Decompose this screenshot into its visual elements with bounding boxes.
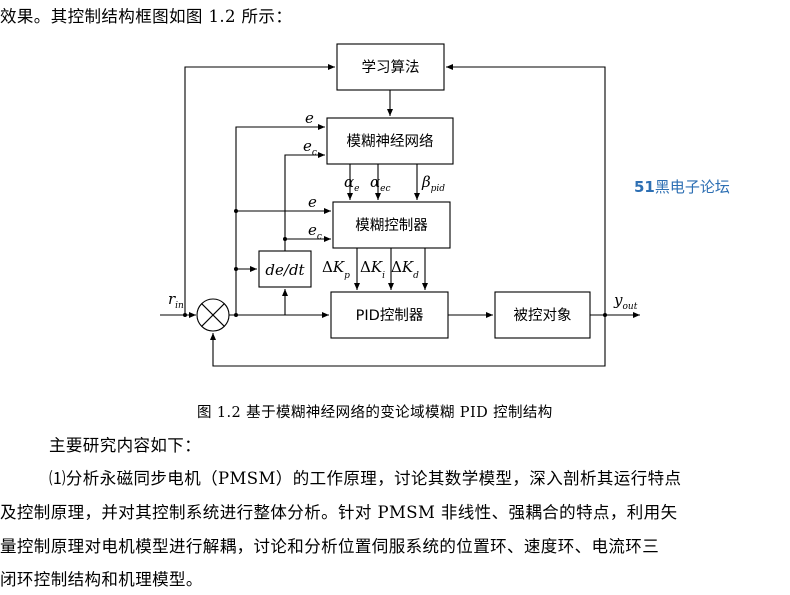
alpha-e-label: αe — [344, 173, 359, 194]
pid-controller-label: PID控制器 — [356, 307, 424, 324]
plant-label: 被控对象 — [514, 307, 572, 324]
e-label-mid: e — [308, 193, 317, 211]
error-to-fnn-line — [235, 124, 325, 315]
delta-kp-label: ΔKp — [322, 258, 350, 281]
e-label-top: e — [305, 109, 314, 127]
output-label: yout — [613, 291, 638, 312]
ec-label-mid: ec — [308, 221, 322, 242]
ec-label-top: ec — [303, 137, 317, 158]
fuzzy-neural-network-block — [326, 117, 454, 165]
alpha-ec-label: αec — [370, 173, 391, 194]
control-structure-diagram: 学习算法 模糊神经网络 模糊控制器 PID控制器 被控对象 de/dt e ec… — [160, 43, 640, 367]
beta-pid-label: βpid — [421, 173, 445, 194]
derivative-input-line — [229, 289, 288, 316]
output-to-learning-line — [446, 64, 606, 315]
intro-line: 效果。其控制结构框图如图 1.2 所示： — [0, 7, 293, 26]
learning-algorithm-label: 学习算法 — [362, 59, 420, 76]
derivative-label: de/dt — [265, 261, 305, 279]
paragraph-line-1: ⑴分析永磁同步电机（PMSM）的工作原理，讨论其数学模型，深入剖析其运行特点 — [49, 469, 682, 488]
reference-input-label: rin — [168, 290, 184, 311]
ec-to-fnn-line — [284, 152, 325, 251]
forum-watermark: 51黑电子论坛 — [634, 178, 730, 196]
section-heading: 主要研究内容如下： — [49, 436, 202, 455]
paragraph-line-3: 量控制原理对电机模型进行解耦，讨论和分析位置伺服系统的位置环、速度环、电流环三 — [0, 537, 660, 556]
fuzzy-neural-network-label: 模糊神经网络 — [347, 133, 434, 150]
figure-caption: 图 1.2 基于模糊神经网络的变论域模糊 PID 控制结构 — [197, 405, 553, 421]
feedback-line — [210, 315, 606, 367]
delta-ki-label: ΔKi — [360, 258, 385, 281]
paragraph-line-4: 闭环控制结构和机理模型。 — [0, 570, 203, 589]
input-to-learning-line — [184, 64, 335, 315]
delta-kd-label: ΔKd — [391, 258, 419, 281]
paragraph-line-2: 及控制原理，并对其控制系统进行整体分析。针对 PMSM 非线性、强耦合的特点，利… — [0, 503, 678, 522]
fuzzy-controller-label: 模糊控制器 — [355, 217, 428, 234]
